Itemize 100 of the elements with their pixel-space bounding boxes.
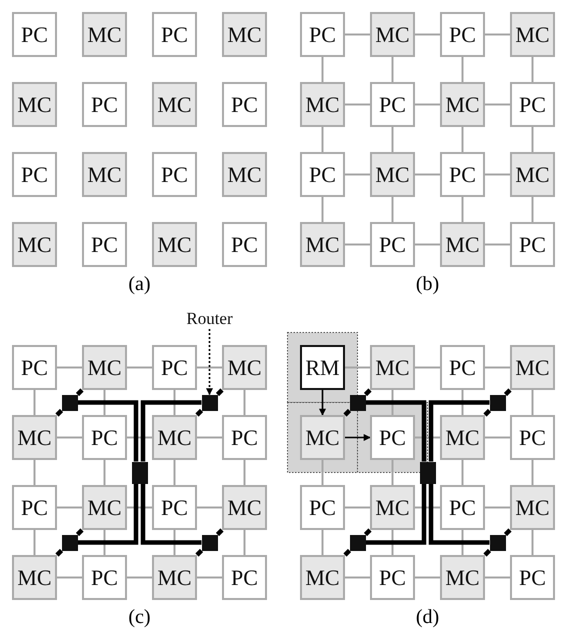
router-square (202, 394, 218, 410)
core-box: PC (222, 555, 267, 600)
core-box: MC (222, 485, 267, 530)
connection-line (532, 197, 534, 222)
router-square (62, 534, 78, 550)
core-box: MC (12, 555, 57, 600)
core-box: PC (82, 555, 127, 600)
router-link (216, 528, 224, 536)
core-box: PC (510, 222, 555, 267)
connection-line (127, 576, 152, 578)
router-link (483, 548, 492, 557)
core-box: MC (510, 485, 555, 530)
core-box: PC (300, 12, 345, 57)
router-square (490, 394, 506, 410)
router-link (428, 400, 490, 462)
connection-line (485, 244, 510, 246)
connection-line (322, 530, 324, 555)
core-box: MC (440, 222, 485, 267)
router-square (132, 462, 148, 484)
panel-label: (a) (127, 273, 152, 296)
connection-line (104, 530, 106, 555)
core-box: PC (370, 82, 415, 127)
connection-line (415, 104, 440, 106)
connection-line (485, 576, 510, 578)
connection-line (392, 197, 394, 222)
connection-line (127, 506, 152, 508)
manager-box: RM (300, 345, 345, 390)
connection-line (485, 506, 510, 508)
core-box: PC (300, 485, 345, 530)
connection-line (392, 530, 394, 555)
connection-line (345, 244, 370, 246)
core-box: MC (82, 152, 127, 197)
leader-line (206, 329, 213, 396)
connection-line (345, 174, 370, 176)
core-box: PC (152, 485, 197, 530)
core-box: MC (152, 222, 197, 267)
router-square (490, 534, 506, 550)
connection-line (57, 576, 82, 578)
router-link (76, 528, 84, 536)
connection-line (415, 366, 440, 368)
core-box: MC (370, 152, 415, 197)
core-box: PC (12, 152, 57, 197)
core-box: PC (222, 222, 267, 267)
core-box: MC (82, 485, 127, 530)
connection-line (392, 460, 394, 485)
core-box: PC (370, 415, 415, 460)
connection-line (197, 366, 222, 368)
connection-line (197, 506, 222, 508)
core-box: PC (370, 555, 415, 600)
core-box: MC (510, 345, 555, 390)
connection-line (532, 57, 534, 82)
connection-line (462, 57, 464, 82)
core-box: MC (440, 415, 485, 460)
router-link (195, 548, 204, 557)
router-link (364, 388, 372, 396)
connection-line (174, 460, 176, 485)
connection-line (345, 104, 370, 106)
connection-line (345, 366, 370, 368)
core-box: MC (222, 345, 267, 390)
core-box: PC (12, 345, 57, 390)
core-box: MC (300, 82, 345, 127)
connection-line (34, 390, 36, 415)
connection-line (57, 436, 82, 438)
core-box: PC (440, 485, 485, 530)
connection-line (345, 576, 370, 578)
connection-line (462, 460, 464, 485)
core-box: PC (510, 555, 555, 600)
connection-line (532, 390, 534, 415)
panel-label: (d) (414, 606, 440, 629)
panel-label: (b) (414, 273, 440, 296)
connection-line (485, 174, 510, 176)
connection-line (532, 127, 534, 152)
core-box: PC (510, 415, 555, 460)
connection-line (104, 390, 106, 415)
router-link (140, 484, 202, 545)
connection-line (345, 34, 370, 36)
connection-line (34, 460, 36, 485)
core-box: MC (222, 152, 267, 197)
connection-line (415, 436, 440, 438)
core-box: MC (300, 222, 345, 267)
connection-line (174, 390, 176, 415)
connection-line (244, 530, 246, 555)
router-link (195, 408, 204, 417)
connection-line (392, 127, 394, 152)
connection-line (415, 244, 440, 246)
connection-line (34, 530, 36, 555)
connection-line (322, 460, 324, 485)
router-square (202, 534, 218, 550)
router-link (78, 400, 138, 462)
router-link (343, 408, 352, 417)
core-box: MC (370, 485, 415, 530)
core-box: MC (12, 415, 57, 460)
core-box: MC (300, 555, 345, 600)
core-box: PC (440, 152, 485, 197)
panel-label: (c) (127, 606, 152, 629)
connection-line (392, 390, 394, 415)
connection-line (462, 127, 464, 152)
core-box: PC (300, 152, 345, 197)
core-box: PC (82, 222, 127, 267)
connection-line (345, 506, 370, 508)
